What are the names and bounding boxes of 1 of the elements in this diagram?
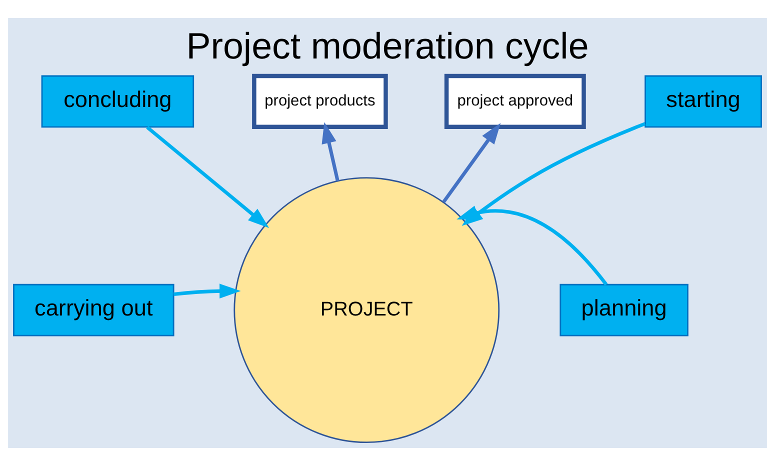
diagram-title: Project moderation cycle <box>186 25 589 66</box>
